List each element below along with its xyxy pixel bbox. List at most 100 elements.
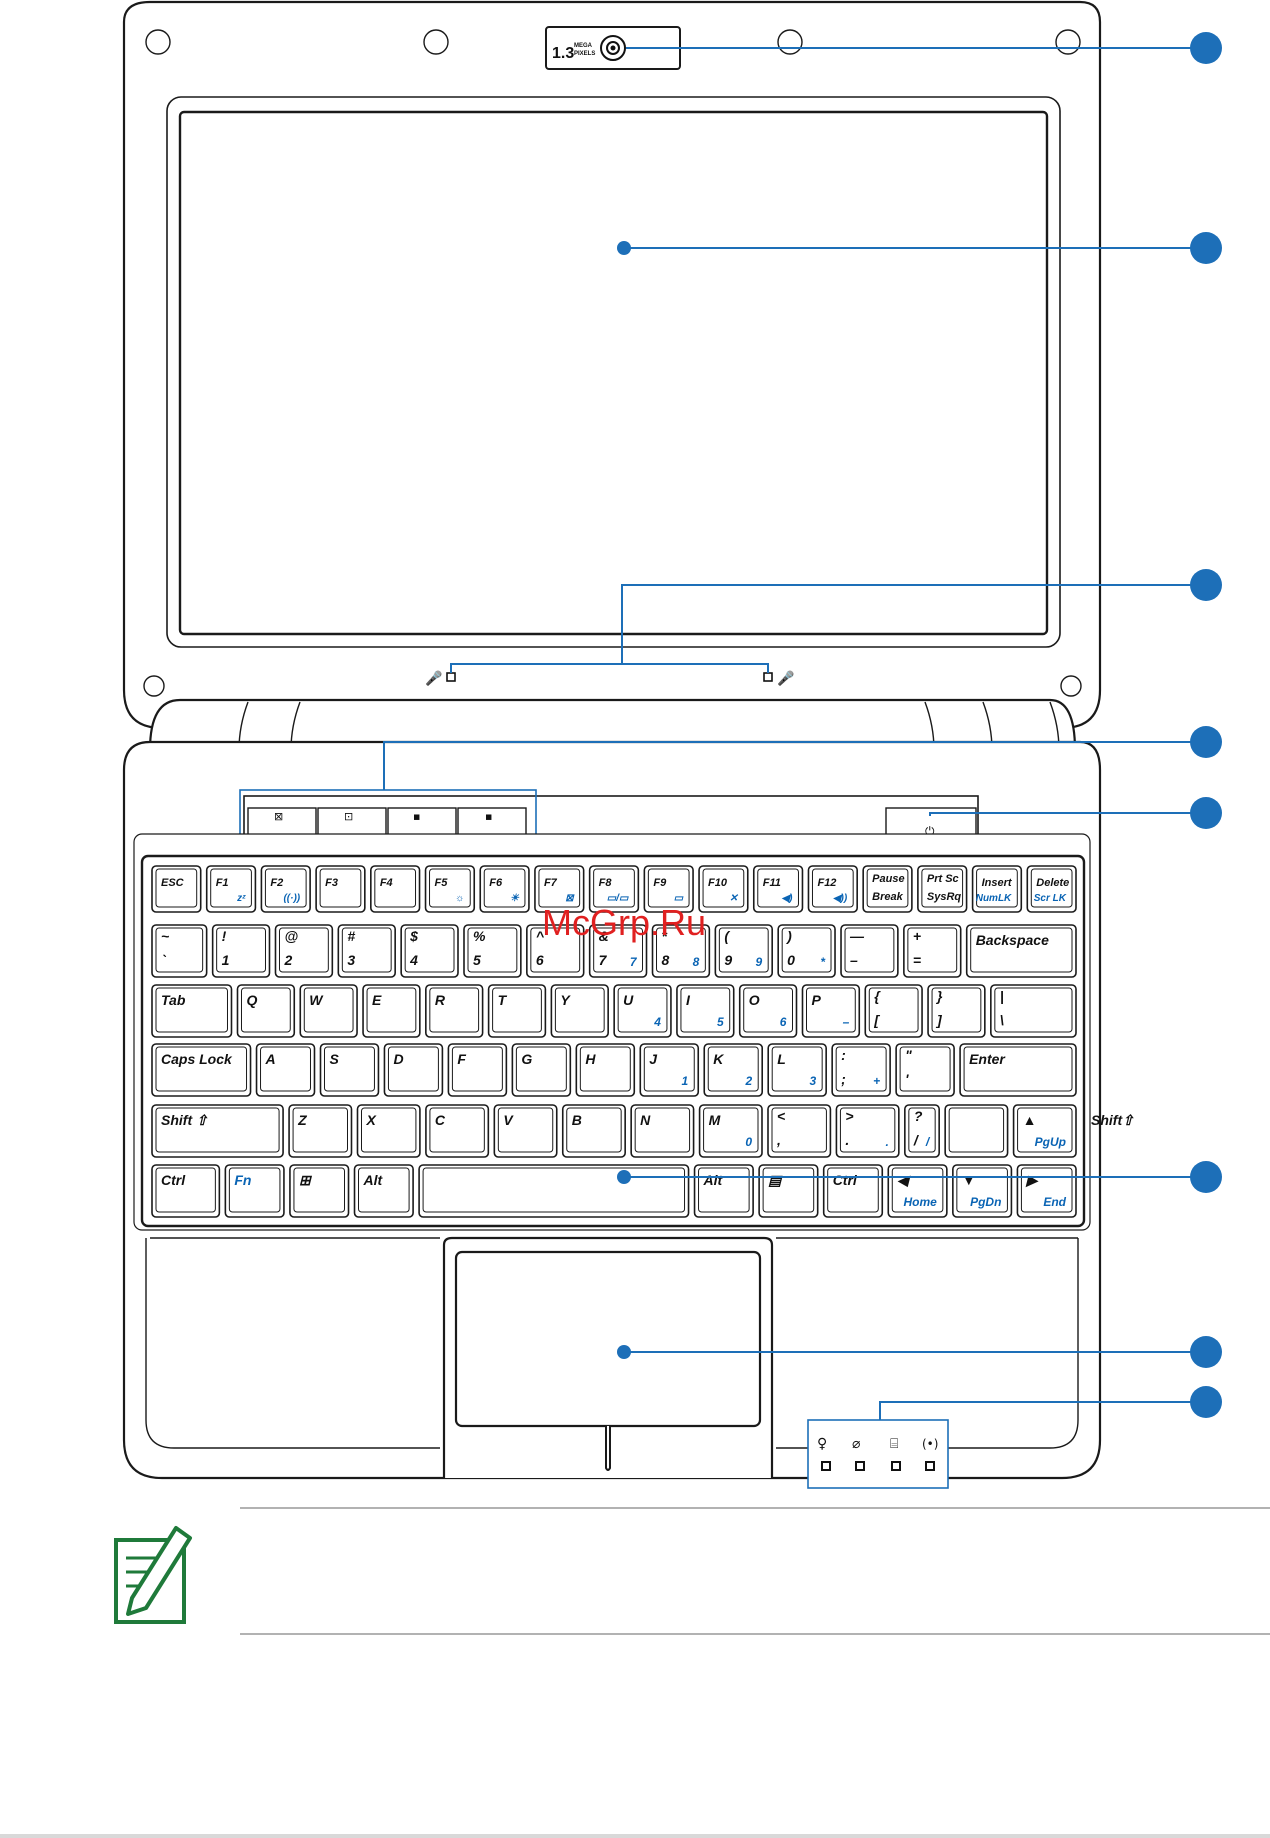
key-label: Enter	[969, 1051, 1006, 1067]
key-5-5[interactable]: Alt	[693, 1164, 754, 1218]
key-5-4[interactable]	[418, 1164, 690, 1218]
key-3-3[interactable]: D	[383, 1043, 444, 1097]
key-1-12[interactable]: +=	[903, 924, 962, 978]
key-label: S	[329, 1051, 339, 1067]
key-1-13[interactable]: Backspace	[965, 924, 1077, 978]
key-5-3[interactable]: Alt	[353, 1164, 414, 1218]
key-5-0[interactable]: Ctrl	[151, 1164, 221, 1218]
key-1-2[interactable]: @2	[274, 924, 334, 978]
key-0-8[interactable]: F8▭/▭	[588, 865, 640, 913]
key-label: Fn	[234, 1172, 251, 1188]
key-4-9[interactable]: >..	[835, 1104, 900, 1158]
key-4-0[interactable]: Shift ⇧	[151, 1104, 284, 1158]
key-label: &	[599, 928, 609, 944]
key-2-8[interactable]: I5	[676, 984, 735, 1038]
key-2-13[interactable]: |\	[990, 984, 1077, 1038]
touchpad[interactable]	[454, 1250, 762, 1428]
key-3-9[interactable]: L3	[767, 1043, 827, 1097]
key-4-8[interactable]: <,	[767, 1104, 832, 1158]
key-2-9[interactable]: O6	[738, 984, 798, 1038]
key-2-2[interactable]: W	[299, 984, 358, 1038]
key-2-4[interactable]: R	[425, 984, 484, 1038]
key-label-fn: 1	[682, 1074, 689, 1088]
key-2-3[interactable]: E	[362, 984, 421, 1038]
key-5-6[interactable]: ▤	[758, 1164, 819, 1218]
key-2-12[interactable]: }]	[927, 984, 986, 1038]
key-1-1[interactable]: !1	[211, 924, 271, 978]
key-2-7[interactable]: U4	[613, 984, 672, 1038]
key-5-9[interactable]: ▼PgDn	[952, 1164, 1013, 1218]
key-4-3[interactable]: C	[425, 1104, 490, 1158]
key-0-7[interactable]: F7⊠	[534, 865, 585, 913]
key-5-8[interactable]: ◀Home	[887, 1164, 948, 1218]
key-2-5[interactable]: T	[487, 984, 547, 1038]
key-4-2[interactable]: X	[356, 1104, 421, 1158]
key-3-12[interactable]: Enter	[959, 1043, 1077, 1097]
key-3-8[interactable]: K2	[703, 1043, 764, 1097]
key-0-9[interactable]: F9▭	[643, 865, 694, 913]
key-1-4[interactable]: $4	[400, 924, 459, 978]
key-2-10[interactable]: P–	[801, 984, 861, 1038]
key-label: Caps Lock	[161, 1051, 233, 1067]
key-4-6[interactable]: N	[630, 1104, 695, 1158]
key-2-1[interactable]: Q	[236, 984, 296, 1038]
key-1-0[interactable]: ~`	[151, 924, 208, 978]
key-3-2[interactable]: S	[319, 1043, 380, 1097]
key-3-11[interactable]: "'	[895, 1043, 955, 1097]
key-5-7[interactable]: Ctrl	[822, 1164, 884, 1218]
key-label: F	[457, 1051, 466, 1067]
instant-key-3[interactable]	[387, 807, 457, 839]
key-1-11[interactable]: —–	[840, 924, 899, 978]
key-1-10[interactable]: )0*	[777, 924, 836, 978]
key-0-11[interactable]: F11◀)	[752, 865, 804, 913]
key-3-6[interactable]: H	[575, 1043, 636, 1097]
key-5-10[interactable]: ▶End	[1016, 1164, 1077, 1218]
key-cap	[151, 1164, 221, 1218]
key-0-3[interactable]: F3	[315, 865, 366, 913]
key-0-4[interactable]: F4	[370, 865, 421, 913]
key-label-secondary: 4	[409, 952, 418, 968]
instant-key-1[interactable]	[247, 807, 317, 839]
key-0-0[interactable]: ESC	[151, 865, 202, 913]
key-0-5[interactable]: F5☼	[424, 865, 476, 913]
key-3-1[interactable]: A	[255, 1043, 316, 1097]
key-5-2[interactable]: ⊞	[289, 1164, 350, 1218]
key-4-4[interactable]: V	[493, 1104, 558, 1158]
key-3-10[interactable]: :;+	[831, 1043, 891, 1097]
key-0-2[interactable]: F2((·))	[260, 865, 311, 913]
key-5-1[interactable]: Fn	[224, 1164, 285, 1218]
key-1-3[interactable]: #3	[337, 924, 396, 978]
key-4-11[interactable]	[944, 1104, 1009, 1158]
key-label-secondary: 7	[599, 952, 608, 968]
key-0-10[interactable]: F10✕	[698, 865, 749, 913]
key-4-1[interactable]: Z	[288, 1104, 353, 1158]
key-4-12[interactable]: ▲PgUp	[1012, 1104, 1077, 1158]
key-2-0[interactable]: Tab	[151, 984, 233, 1038]
key-label: Ctrl	[833, 1172, 858, 1188]
key-3-0[interactable]: Caps Lock	[151, 1043, 252, 1097]
key-1-5[interactable]: %5	[463, 924, 522, 978]
key-0-6[interactable]: F6☀	[479, 865, 530, 913]
key-3-4[interactable]: F	[447, 1043, 508, 1097]
key-1-6[interactable]: ^6	[526, 924, 585, 978]
key-3-7[interactable]: J1	[639, 1043, 700, 1097]
key-3-5[interactable]: G	[511, 1043, 572, 1097]
key-2-6[interactable]: Y	[550, 984, 609, 1038]
key-4-13[interactable]: Shift⇧	[1091, 1112, 1134, 1128]
key-cap	[319, 1043, 380, 1097]
power-icon: ⏻	[925, 824, 935, 838]
key-0-12[interactable]: F12◀))	[807, 865, 858, 913]
key-4-5[interactable]: B	[561, 1104, 626, 1158]
key-4-10[interactable]: ?//	[904, 1104, 940, 1158]
instant-key-4[interactable]	[457, 807, 527, 839]
key-4-7[interactable]: M0	[698, 1104, 763, 1158]
key-2-11[interactable]: {[	[864, 984, 923, 1038]
